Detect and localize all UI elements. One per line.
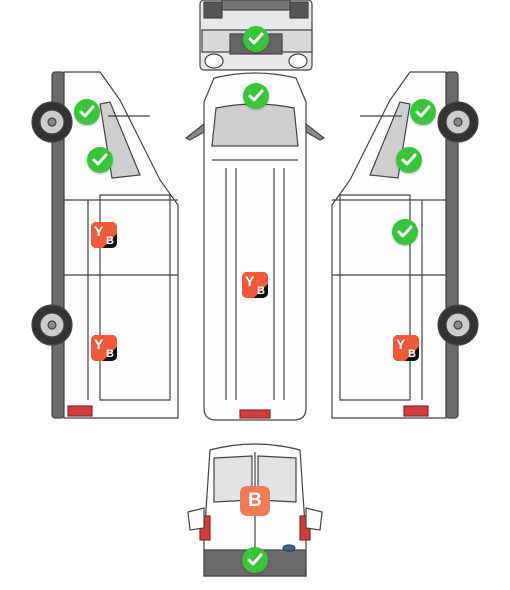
rear-bumper-check-icon[interactable] bbox=[242, 547, 268, 573]
left-cargo-panel-damage-badge[interactable]: Y B bbox=[91, 222, 117, 248]
badge-bottom-letter: B bbox=[106, 235, 114, 247]
front-bumper-check-icon[interactable] bbox=[243, 26, 269, 52]
right-door-check-icon[interactable] bbox=[396, 147, 422, 173]
rear-doors-damage-badge[interactable]: B bbox=[240, 486, 270, 516]
badge-bottom-letter: B bbox=[257, 285, 265, 297]
badge-bottom-letter: B bbox=[408, 348, 416, 360]
top-view bbox=[184, 72, 326, 421]
roof-front-check-icon[interactable] bbox=[243, 83, 269, 109]
badge-top-letter: Y bbox=[94, 223, 104, 239]
badge-letter: B bbox=[248, 490, 262, 511]
right-cargo-panel-check-icon[interactable] bbox=[392, 219, 418, 245]
badge-top-letter: Y bbox=[94, 336, 104, 352]
badge-top-letter: Y bbox=[245, 273, 255, 289]
right-side-view bbox=[331, 71, 479, 419]
right-wheel-arch-check-icon[interactable] bbox=[410, 99, 436, 125]
badge-top-letter: Y bbox=[396, 336, 406, 352]
right-rear-panel-damage-badge[interactable]: Y B bbox=[393, 335, 419, 361]
left-wheel-arch-check-icon[interactable] bbox=[74, 99, 100, 125]
badge-bottom-letter: B bbox=[106, 348, 114, 360]
roof-center-damage-badge[interactable]: Y B bbox=[242, 272, 268, 298]
left-rear-panel-damage-badge[interactable]: Y B bbox=[91, 335, 117, 361]
left-door-check-icon[interactable] bbox=[87, 147, 113, 173]
